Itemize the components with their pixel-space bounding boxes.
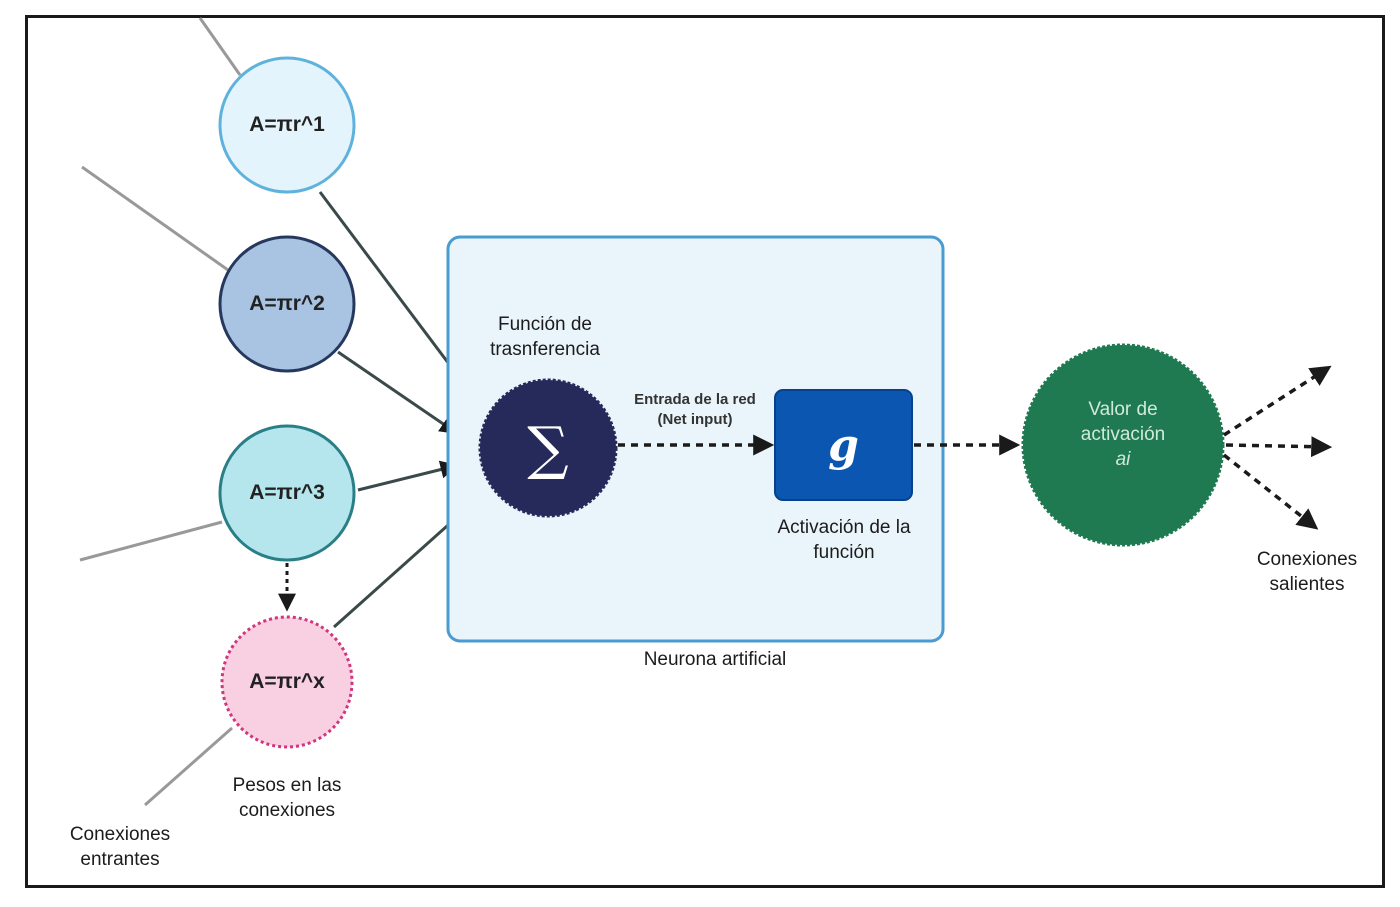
input-node-4-label: A=πr^x bbox=[249, 670, 325, 693]
outgoing-arrow-mid bbox=[1225, 436, 1333, 458]
weights-label: Pesos en las conexiones bbox=[232, 775, 342, 821]
neuron-label: Neurona artificial bbox=[643, 649, 787, 670]
outgoing-label: Conexiones salientes bbox=[1256, 549, 1358, 595]
incoming-line-3 bbox=[79, 520, 223, 562]
input-node-3 bbox=[218, 424, 356, 562]
neuron-box bbox=[446, 235, 945, 643]
transfer-function-label: Función de trasnferencia bbox=[490, 314, 600, 360]
outgoing-arrow-up bbox=[1223, 365, 1332, 437]
diagram-frame bbox=[25, 15, 1385, 888]
activation-function-label: Activación de la función bbox=[777, 517, 911, 563]
summation-symbol: ∑ bbox=[527, 414, 569, 482]
input-node-3-label: A=πr^3 bbox=[249, 481, 325, 504]
activation-box bbox=[774, 389, 913, 501]
activation-symbol: g bbox=[828, 419, 859, 471]
weight-connection-2 bbox=[337, 350, 458, 435]
output-line-2: activación bbox=[1080, 424, 1166, 445]
output-value-label: Valor de activación ai bbox=[1022, 397, 1224, 472]
net-input-label: Entrada de la red (Net input) bbox=[634, 391, 756, 428]
output-line-3: ai bbox=[1115, 449, 1131, 470]
weight-connection-3 bbox=[357, 460, 459, 492]
input-node-1 bbox=[218, 56, 356, 194]
incoming-line-2 bbox=[81, 165, 229, 272]
input-node-4 bbox=[220, 615, 354, 749]
incoming-line-4 bbox=[144, 726, 233, 807]
incoming-line-1 bbox=[198, 17, 242, 76]
summation-node bbox=[478, 378, 618, 518]
output-line-1: Valor de bbox=[1088, 399, 1158, 420]
incoming-label: Conexiones entrantes bbox=[69, 824, 171, 870]
outgoing-arrow-down bbox=[1222, 453, 1319, 530]
output-node bbox=[1021, 343, 1225, 547]
input-node-2 bbox=[218, 235, 356, 373]
input-node-2-label: A=πr^2 bbox=[249, 292, 325, 315]
weight-connection-1 bbox=[318, 191, 473, 395]
input-node-1-label: A=πr^1 bbox=[249, 113, 325, 136]
